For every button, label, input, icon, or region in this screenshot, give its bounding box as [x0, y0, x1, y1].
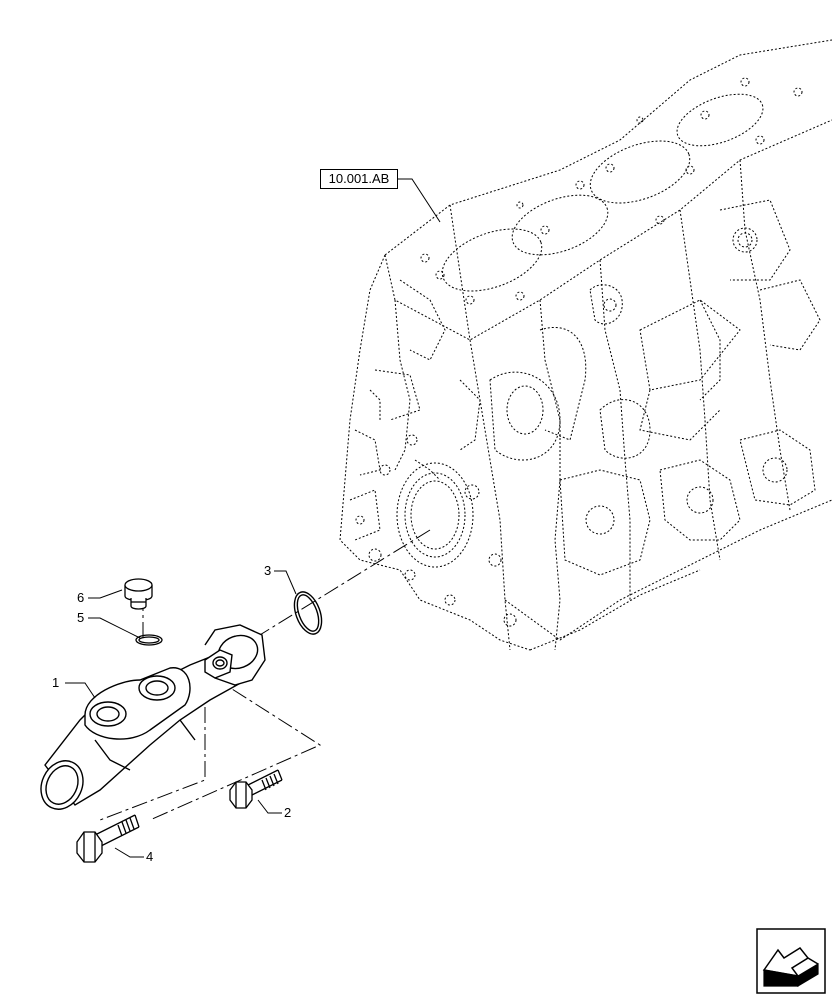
- callout-leaders: [65, 570, 297, 858]
- bolt-part-4: [76, 814, 140, 863]
- callout-4: 4: [146, 849, 154, 864]
- next-page-arrow-icon[interactable]: [756, 928, 826, 994]
- reference-leader-line: [398, 178, 441, 223]
- engine-block-phantom: [339, 39, 832, 651]
- callout-6: 6: [77, 590, 85, 605]
- plug-part-6: [124, 578, 153, 610]
- callout-1: 1: [52, 675, 60, 690]
- callout-3: 3: [264, 563, 272, 578]
- callout-2: 2: [284, 805, 292, 820]
- callout-5: 5: [77, 610, 85, 625]
- o-ring-part-3: [293, 591, 323, 635]
- coolant-pipe-part-1: [40, 624, 266, 810]
- bolt-part-2: [229, 769, 283, 809]
- reference-link-box[interactable]: 10.001.AB: [320, 169, 398, 189]
- small-o-ring-part-5: [135, 634, 163, 646]
